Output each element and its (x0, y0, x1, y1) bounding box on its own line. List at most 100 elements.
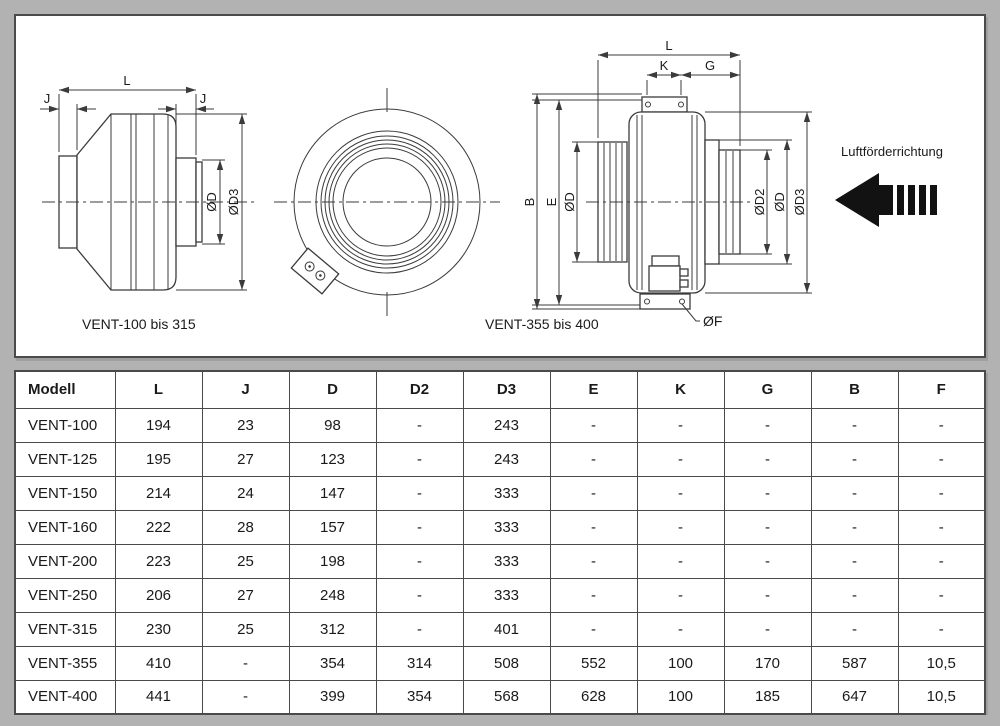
column-header-K: K (636, 370, 725, 409)
value-cell: 170 (723, 645, 812, 681)
value-cell: - (636, 441, 725, 477)
column-header-D3: D3 (462, 370, 551, 409)
value-cell: 28 (201, 509, 290, 545)
value-cell: - (549, 611, 638, 647)
value-cell: 333 (462, 509, 551, 545)
model-cell: VENT-400 (14, 679, 116, 715)
column-header-B: B (810, 370, 899, 409)
technical-drawings: L J J ØD ØD3 VE (40, 38, 943, 332)
value-cell: 123 (288, 441, 377, 477)
value-cell: - (549, 577, 638, 613)
dim-label-D2: ØD2 (752, 189, 767, 216)
drawing-panel: L J J ØD ØD3 VE (14, 14, 986, 358)
value-cell: - (810, 407, 899, 443)
value-cell: 401 (462, 611, 551, 647)
value-cell: 410 (114, 645, 203, 681)
value-cell: - (636, 509, 725, 545)
airflow-label: Luftförderrichtung (841, 144, 943, 159)
dim-label-D: ØD (204, 192, 219, 212)
model-cell: VENT-355 (14, 645, 116, 681)
value-cell: 399 (288, 679, 377, 715)
value-cell: - (897, 543, 986, 579)
right-fan-side-view: L K G B E (485, 38, 812, 332)
model-cell: VENT-150 (14, 475, 116, 511)
value-cell: - (375, 509, 464, 545)
value-cell: - (375, 407, 464, 443)
dim-label-L: L (665, 38, 672, 53)
value-cell: 314 (375, 645, 464, 681)
value-cell: - (375, 441, 464, 477)
column-header-modell: Modell (14, 370, 116, 409)
value-cell: - (723, 509, 812, 545)
model-cell: VENT-125 (14, 441, 116, 477)
value-cell: - (810, 509, 899, 545)
value-cell: - (810, 611, 899, 647)
value-cell: 195 (114, 441, 203, 477)
value-cell: - (201, 645, 290, 681)
value-cell: - (723, 543, 812, 579)
dim-label-J-left: J (44, 91, 51, 106)
value-cell: - (723, 407, 812, 443)
value-cell: - (549, 509, 638, 545)
value-cell: 206 (114, 577, 203, 613)
value-cell: 628 (549, 679, 638, 715)
value-cell: - (897, 577, 986, 613)
value-cell: 198 (288, 543, 377, 579)
value-cell: 27 (201, 577, 290, 613)
value-cell: 243 (462, 441, 551, 477)
dim-label-F: ØF (703, 313, 722, 329)
column-header-E: E (549, 370, 638, 409)
value-cell: - (810, 475, 899, 511)
value-cell: - (897, 407, 986, 443)
value-cell: - (375, 543, 464, 579)
airflow-arrow-icon (835, 173, 937, 227)
value-cell: - (636, 577, 725, 613)
left-fan-side-view: L J J ØD ØD3 VE (40, 73, 256, 332)
value-cell: - (723, 577, 812, 613)
value-cell: - (549, 543, 638, 579)
fan-front-view (274, 88, 500, 316)
value-cell: 230 (114, 611, 203, 647)
left-drawing-caption: VENT-100 bis 315 (82, 316, 196, 332)
value-cell: 157 (288, 509, 377, 545)
value-cell: 25 (201, 543, 290, 579)
value-cell: 24 (201, 475, 290, 511)
value-cell: - (723, 475, 812, 511)
value-cell: 10,5 (897, 679, 986, 715)
dim-label-E: E (544, 197, 559, 206)
value-cell: - (201, 679, 290, 715)
value-cell: - (810, 441, 899, 477)
value-cell: 333 (462, 543, 551, 579)
value-cell: 312 (288, 611, 377, 647)
column-header-L: L (114, 370, 203, 409)
value-cell: 100 (636, 645, 725, 681)
value-cell: 354 (288, 645, 377, 681)
column-header-J: J (201, 370, 290, 409)
dim-label-D-left: ØD (562, 192, 577, 212)
value-cell: 10,5 (897, 645, 986, 681)
header-row: Modell L J D D2 D3 E K G B F (14, 370, 986, 409)
value-cell: 333 (462, 475, 551, 511)
value-cell: 354 (375, 679, 464, 715)
dim-label-B: B (522, 198, 537, 207)
value-cell: 243 (462, 407, 551, 443)
value-cell: - (723, 441, 812, 477)
value-cell: - (897, 509, 986, 545)
model-cell: VENT-315 (14, 611, 116, 647)
junction-box-lid (651, 255, 680, 267)
value-cell: 647 (810, 679, 899, 715)
right-drawing-caption: VENT-355 bis 400 (485, 316, 599, 332)
value-cell: - (810, 577, 899, 613)
dim-label-G: G (705, 58, 715, 73)
value-cell: - (897, 441, 986, 477)
value-cell: - (636, 407, 725, 443)
value-cell: 222 (114, 509, 203, 545)
value-cell: - (723, 611, 812, 647)
value-cell: 333 (462, 577, 551, 613)
dim-label-D-right: ØD (772, 192, 787, 212)
